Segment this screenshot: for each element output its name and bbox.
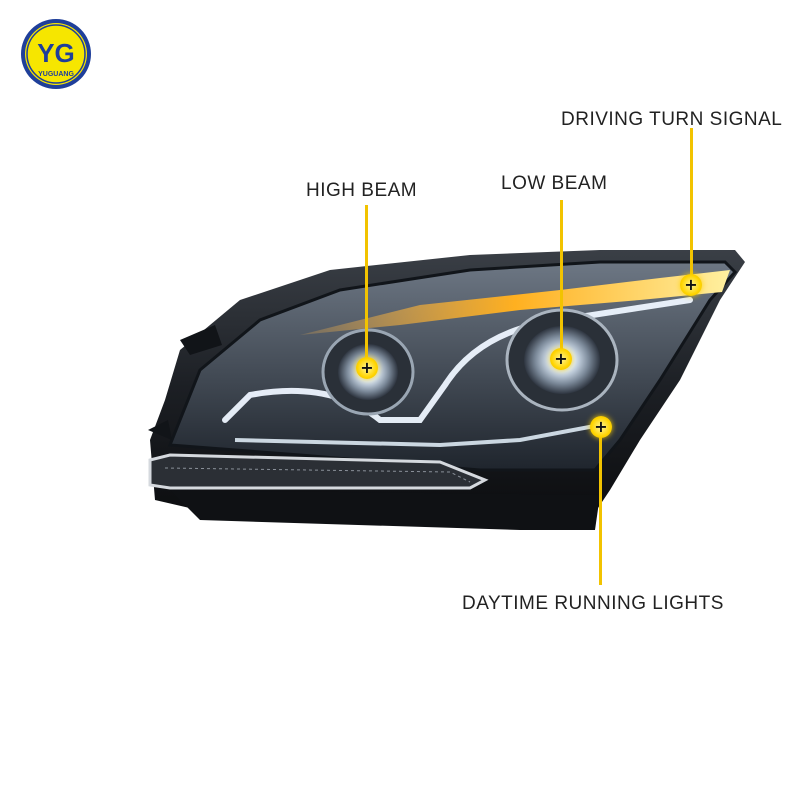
brand-logo: YG YUGUANG <box>21 19 91 89</box>
low-beam-leader-line <box>560 200 563 355</box>
drl-leader-line <box>599 430 602 585</box>
low-beam-label: LOW BEAM <box>501 173 608 194</box>
turn-signal-strip <box>300 270 730 335</box>
high-beam-marker: + <box>356 357 378 379</box>
logo-wordmark: YUGUANG <box>38 71 74 78</box>
drl-marker: + <box>590 416 612 438</box>
lower-grille <box>148 453 489 490</box>
drl-label: DAYTIME RUNNING LIGHTS <box>462 593 724 614</box>
high-beam-leader-line <box>365 205 368 365</box>
turn-signal-label: DRIVING TURN SIGNAL <box>561 109 783 130</box>
logo-letters: YG <box>37 38 75 68</box>
turn-signal-marker: + <box>680 274 702 296</box>
high-beam-label: HIGH BEAM <box>306 180 418 201</box>
turn-signal-leader-line <box>690 128 693 283</box>
low-beam-marker: + <box>550 348 572 370</box>
